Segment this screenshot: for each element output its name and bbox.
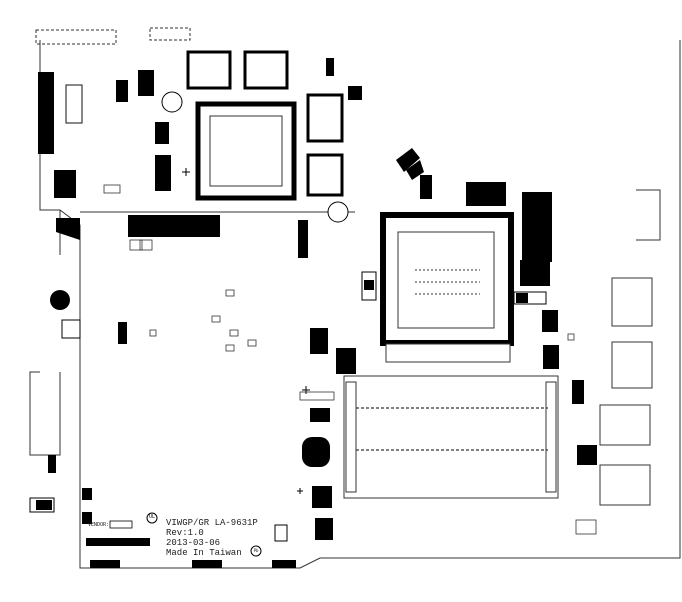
top-connector-2: [149, 27, 191, 41]
left-power-pad: [54, 170, 76, 198]
board-model-text: VIWGP/GR LA-9631P: [166, 518, 258, 528]
power-mosfets: [29, 58, 597, 568]
round-components: [50, 91, 349, 557]
chipset-bga-package: [195, 101, 297, 201]
cpu-socket: [380, 212, 514, 363]
triangle-pads: [56, 148, 424, 240]
memory-slots: [343, 375, 559, 499]
left-edge-connector: [38, 72, 54, 154]
board-origin-text: Made In Taiwan: [166, 548, 242, 558]
right-io-connectors: [599, 189, 661, 506]
small-pads: [103, 184, 597, 535]
left-io-bracket: [29, 371, 61, 456]
fiducial-marks: [182, 168, 310, 494]
board-outline: [39, 40, 681, 569]
board-date-text: 2013-03-06: [166, 538, 221, 548]
vendor-label: VENDOR:: [88, 522, 110, 528]
top-chips: [186, 50, 344, 197]
board-revision-text: Rev:1.0: [166, 528, 204, 538]
ul-certification-mark: UL: [148, 514, 156, 520]
top-connector: [35, 29, 117, 45]
pb-free-mark: Pb: [253, 548, 259, 553]
left-edge-connector-2: [65, 84, 83, 124]
